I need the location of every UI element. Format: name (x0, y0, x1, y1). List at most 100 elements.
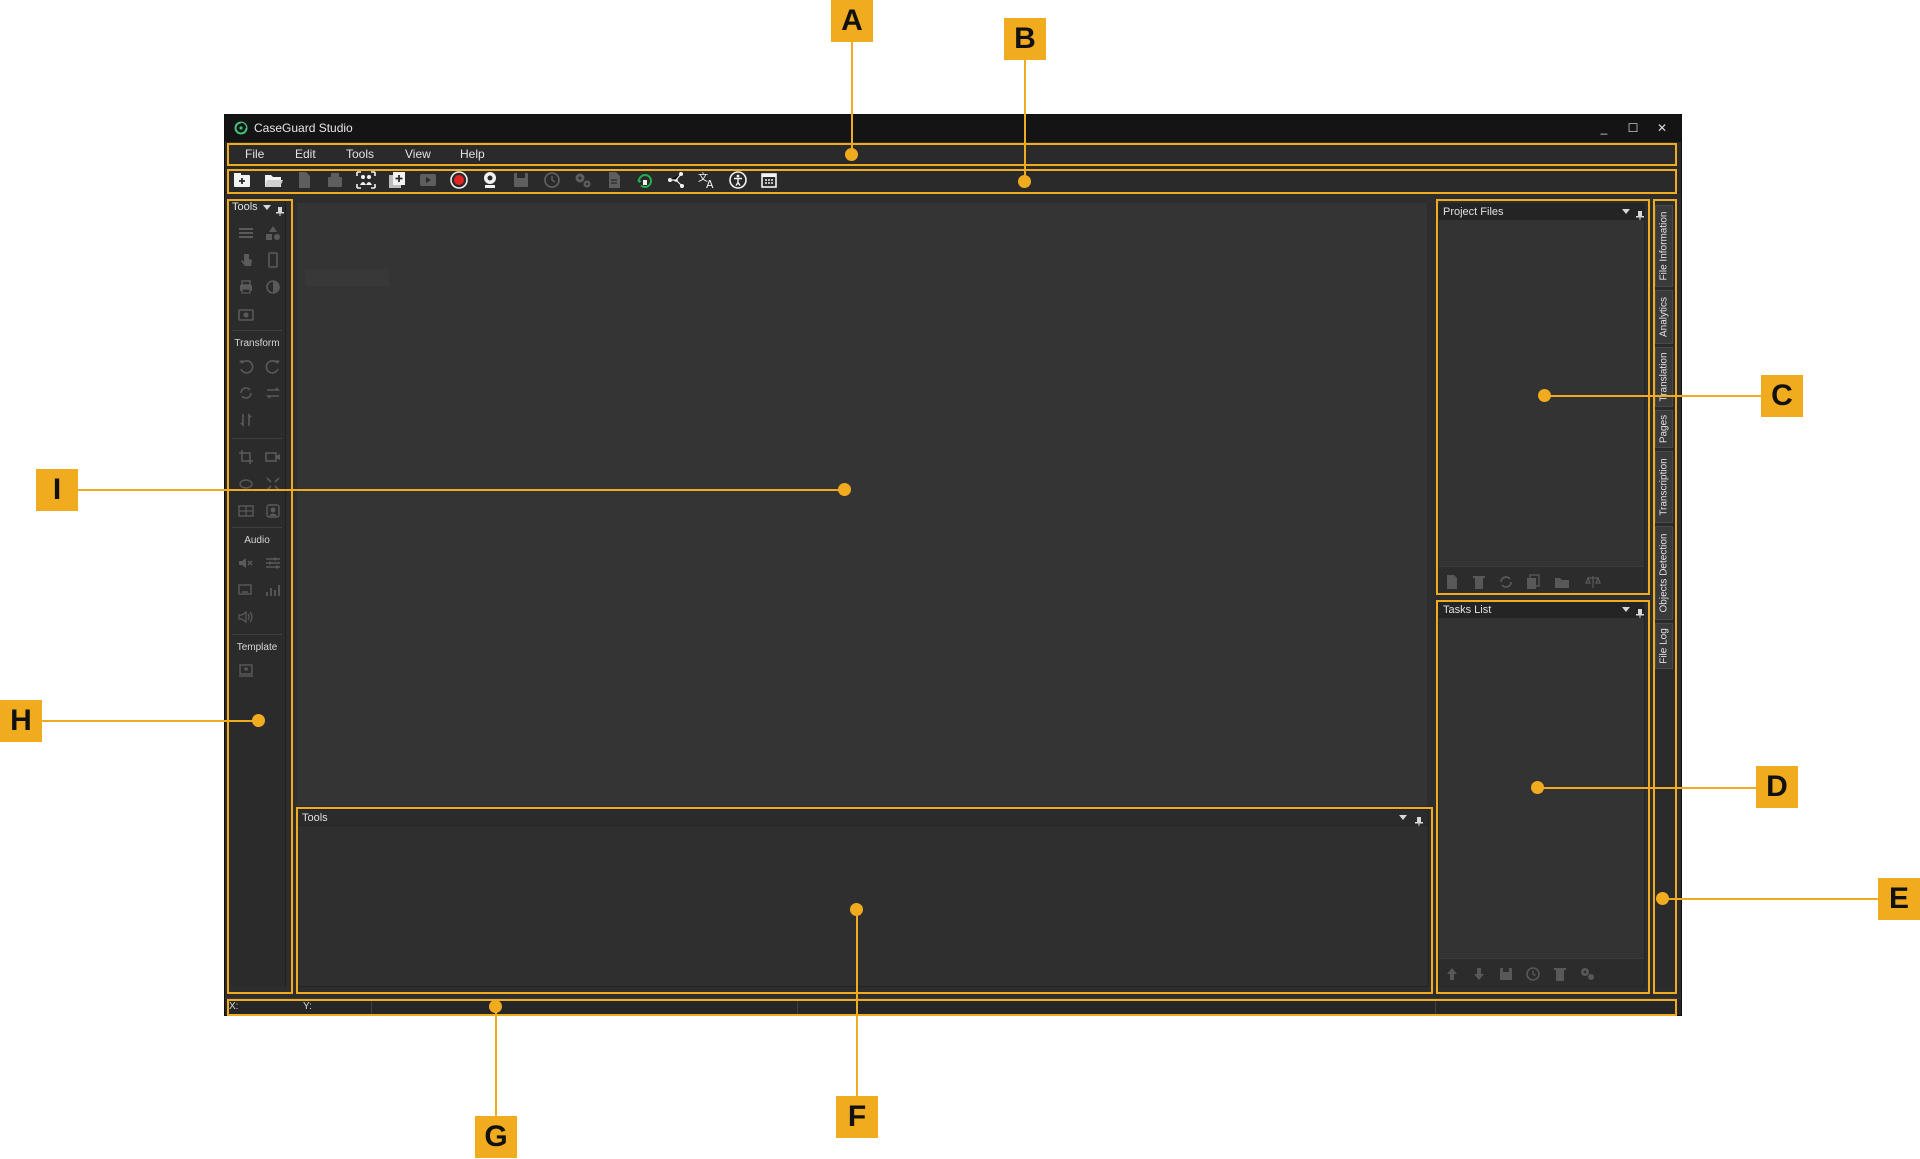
leader-e (1664, 898, 1878, 900)
mute-icon[interactable] (237, 554, 255, 572)
settings-gears-icon[interactable] (572, 169, 594, 191)
refresh-headphones-icon[interactable] (634, 169, 656, 191)
copy-file-icon[interactable] (1524, 573, 1542, 591)
compare-scale-icon[interactable] (1584, 573, 1602, 591)
section-template-label: Template (236, 642, 278, 653)
play-video-icon[interactable] (417, 169, 439, 191)
record-icon[interactable] (448, 169, 470, 191)
minimize-button[interactable]: _ (1600, 121, 1608, 135)
maximize-button[interactable]: ☐ (1627, 121, 1639, 135)
chevron-down-icon[interactable] (1399, 815, 1407, 820)
highlight-left-tools (227, 199, 293, 994)
contrast-icon[interactable] (264, 278, 282, 296)
callout-label-e: E (1878, 878, 1920, 920)
save-icon[interactable] (510, 169, 532, 191)
volume-icon[interactable] (237, 608, 255, 626)
left-tools-panel: Tools Transform Audio (228, 198, 286, 986)
menu-tools[interactable]: Tools (346, 147, 375, 161)
tab-file-information[interactable]: File Information (1655, 205, 1673, 287)
tablet-icon[interactable] (264, 251, 282, 269)
tab-objects-detection[interactable]: Objects Detection (1655, 526, 1673, 620)
menu-view[interactable]: View (405, 147, 431, 161)
rotate-right-icon[interactable] (264, 357, 282, 375)
project-files-header: Project Files (1439, 204, 1644, 220)
chevron-down-icon[interactable] (1622, 607, 1630, 612)
tab-pages[interactable]: Pages (1655, 410, 1673, 448)
network-nodes-icon[interactable] (665, 169, 687, 191)
callout-dot-h (252, 714, 265, 727)
camera-icon[interactable] (237, 305, 255, 323)
refresh-icon[interactable] (1497, 573, 1515, 591)
shapes-icon[interactable] (264, 224, 282, 242)
pin-icon[interactable] (1636, 207, 1644, 220)
menu-file[interactable]: File (245, 147, 265, 161)
main-viewport[interactable] (297, 203, 1427, 806)
menu-help[interactable]: Help (460, 147, 485, 161)
window-title: CaseGuard Studio (254, 121, 353, 135)
delete-icon[interactable] (1551, 965, 1569, 983)
callout-label-h: H (0, 700, 42, 742)
tab-transcription[interactable]: Transcription (1655, 451, 1673, 523)
chevron-down-icon[interactable] (263, 205, 271, 210)
title-bar[interactable]: CaseGuard Studio _ ☐ ✕ (225, 115, 1681, 142)
rotate-left-icon[interactable] (237, 357, 255, 375)
list-view-icon[interactable] (237, 224, 255, 242)
flip-vertical-icon[interactable] (237, 411, 255, 429)
new-file-icon[interactable] (1443, 573, 1461, 591)
history-icon[interactable] (541, 169, 563, 191)
flip-horizontal-icon[interactable] (264, 384, 282, 402)
callout-dot-d (1531, 781, 1544, 794)
new-project-icon[interactable] (231, 169, 253, 191)
separator (232, 634, 282, 635)
resize-icon[interactable] (264, 475, 282, 493)
status-y-label: Y: (303, 1001, 312, 1012)
tasks-list-panel: Tasks List (1438, 601, 1645, 987)
pin-icon[interactable] (1415, 813, 1423, 826)
layout-icon[interactable] (237, 502, 255, 520)
import-file-icon[interactable] (293, 169, 315, 191)
open-folder-icon[interactable] (1553, 573, 1571, 591)
svg-text:文: 文 (698, 171, 708, 184)
calendar-icon[interactable] (758, 169, 780, 191)
move-up-icon[interactable] (1443, 965, 1461, 983)
chevron-down-icon[interactable] (1622, 209, 1630, 214)
tab-translation[interactable]: Translation (1655, 347, 1673, 407)
move-down-icon[interactable] (1470, 965, 1488, 983)
pin-icon[interactable] (1636, 605, 1644, 618)
highlight-project-files (1436, 199, 1650, 595)
highlight-menu-bar (227, 143, 1677, 166)
menu-edit[interactable]: Edit (295, 147, 316, 161)
template-icon[interactable] (237, 661, 255, 679)
open-folder-icon[interactable] (262, 169, 284, 191)
printer-icon[interactable] (237, 278, 255, 296)
pin-icon[interactable] (276, 203, 284, 216)
add-files-icon[interactable] (386, 169, 408, 191)
accessibility-icon[interactable] (727, 169, 749, 191)
tab-analytics[interactable]: Analytics (1655, 290, 1673, 344)
delete-icon[interactable] (1470, 573, 1488, 591)
document-icon[interactable] (603, 169, 625, 191)
separator (232, 330, 282, 331)
audio-levels-icon[interactable] (264, 581, 282, 599)
crop-icon[interactable] (237, 448, 255, 466)
webcam-icon[interactable] (479, 169, 501, 191)
refresh-icon[interactable] (237, 384, 255, 402)
leader-a (851, 40, 853, 154)
separator (232, 438, 282, 439)
status-bar: X: Y: (225, 998, 1681, 1015)
export-icon[interactable] (324, 169, 346, 191)
bottom-panel-title: Tools (302, 812, 328, 824)
hand-pointer-icon[interactable] (237, 251, 255, 269)
video-clip-icon[interactable] (264, 448, 282, 466)
people-detection-icon[interactable] (355, 169, 377, 191)
equalizer-icon[interactable] (264, 554, 282, 572)
tab-file-log[interactable]: File Log (1655, 623, 1673, 669)
settings-gears-icon[interactable] (1578, 965, 1596, 983)
subtitle-icon[interactable] (237, 581, 255, 599)
history-icon[interactable] (1524, 965, 1542, 983)
save-icon[interactable] (1497, 965, 1515, 983)
face-detect-icon[interactable] (264, 502, 282, 520)
blur-icon[interactable] (237, 475, 255, 493)
close-button[interactable]: ✕ (1656, 121, 1668, 135)
